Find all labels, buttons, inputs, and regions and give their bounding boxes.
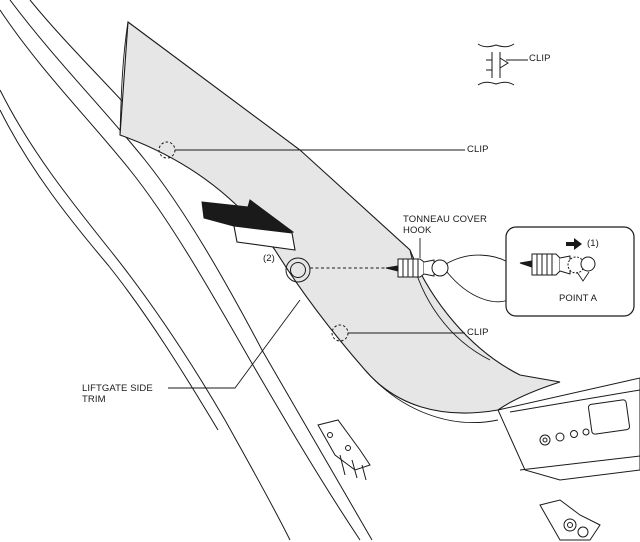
clip-upper-label: CLIP	[467, 144, 489, 155]
clip-lower-label: CLIP	[467, 327, 489, 338]
tonneau-cover-hook-icon	[385, 258, 449, 278]
tonneau-cover-label-line2: HOOK	[403, 225, 432, 236]
push-direction-arrow-icon	[566, 238, 582, 250]
lower-right-mechanism	[497, 377, 640, 541]
tonneau-cover-label-line1: TONNEAU COVER	[403, 214, 487, 225]
detail-connector	[445, 254, 509, 303]
liftgate-side-trim-label-line2: TRIM	[82, 394, 106, 405]
liftgate-side-trim-label-line1: LIFTGATE SIDE	[82, 383, 153, 394]
point-a-label: POINT A	[559, 293, 598, 304]
body-outline	[0, 0, 373, 541]
step-1-label: (1)	[587, 238, 599, 249]
hinge-bracket	[317, 419, 371, 481]
detail-box	[505, 226, 635, 317]
clip-detail-label: CLIP	[529, 53, 551, 64]
clip-detail-icon	[477, 43, 522, 86]
hook-hole-icon	[285, 257, 311, 283]
removal-arrow-icon	[201, 199, 296, 251]
step-2-label: (2)	[263, 253, 275, 264]
